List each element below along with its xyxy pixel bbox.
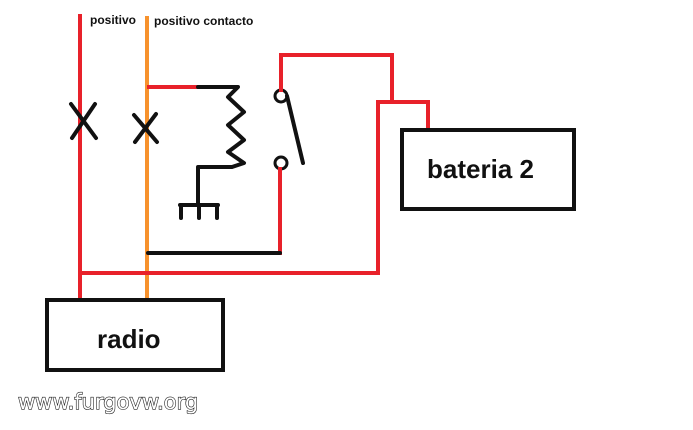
relay-coil-icon [196, 85, 246, 207]
watermark-text: www.furgovw.org [18, 390, 198, 414]
positivo-contacto-label: positivo contacto [154, 14, 253, 28]
relay-switch-icon [273, 88, 305, 171]
battery-feed-wire [279, 53, 430, 130]
radio-label: radio [97, 324, 161, 354]
cut-mark-contacto-icon [132, 112, 159, 144]
bateria-2-box [400, 128, 576, 211]
radio-box [45, 298, 225, 372]
positivo-label: positivo [90, 13, 136, 27]
bateria-2-label: bateria 2 [427, 154, 534, 184]
positivo-link-wire [78, 100, 394, 275]
ground-icon [178, 203, 220, 220]
cut-mark-positivo-icon [69, 102, 98, 140]
